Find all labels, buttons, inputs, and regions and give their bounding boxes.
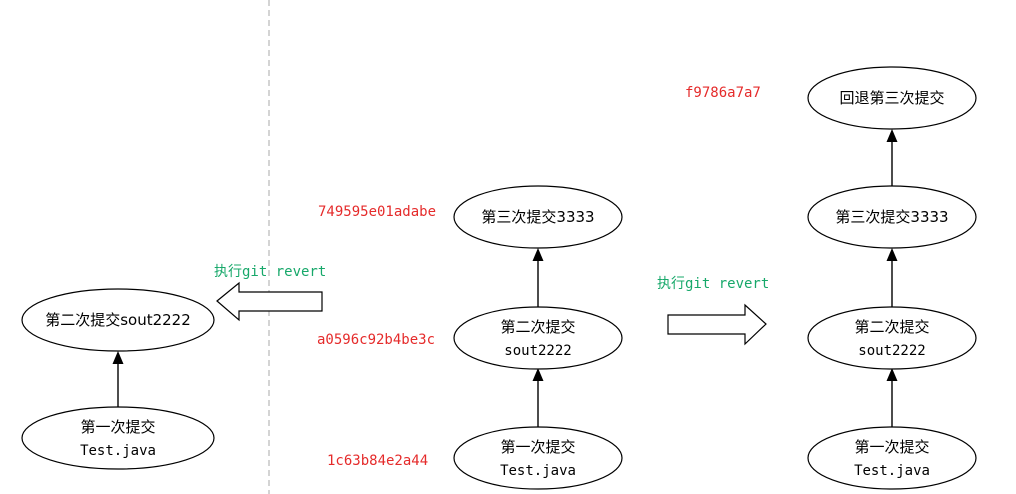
right-action: 执行git revert <box>657 276 769 346</box>
commit-node-left-second <box>21 288 215 352</box>
left-panel: 第二次提交sout2222 第一次提交 Test.java 执行git reve… <box>21 264 326 470</box>
commit-node-mid-first <box>453 426 623 490</box>
commit-node-mid-second <box>453 306 623 370</box>
commit-label-mid-first: 第一次提交 <box>500 438 575 456</box>
commit-node-right-first <box>807 426 977 490</box>
commit-label-left-first: 第一次提交 <box>80 418 155 436</box>
commit-label-mid-third: 第三次提交3333 <box>481 208 594 226</box>
commit-detail-right-second: sout2222 <box>858 343 925 359</box>
right-panel: 回退第三次提交 f9786a7a7 第三次提交3333 第二次提交 sout22… <box>685 66 977 490</box>
arrowhead-mid-second <box>532 368 544 381</box>
commit-label-right-third: 第三次提交3333 <box>835 208 948 226</box>
commit-file-mid-first: Test.java <box>500 463 576 479</box>
commit-hash-right-revert: f9786a7a7 <box>685 85 761 101</box>
commit-hash-mid-first: 1c63b84e2a44 <box>327 453 428 469</box>
arrowhead-right-third <box>886 248 898 261</box>
commit-hash-mid-third: 749595e01adabe <box>318 204 436 220</box>
commit-file-right-first: Test.java <box>854 463 930 479</box>
arrowhead-left-second <box>112 351 124 364</box>
arrowhead-right-second <box>886 368 898 381</box>
commit-label-mid-second: 第二次提交 <box>500 318 575 336</box>
commit-file-left-first: Test.java <box>80 443 156 459</box>
commit-label-left-second: 第二次提交sout2222 <box>45 311 191 329</box>
revert-arrow-right <box>667 303 767 346</box>
action-label-left: 执行git revert <box>214 264 326 280</box>
commit-node-mid-third <box>453 185 623 249</box>
commit-node-left-first <box>21 406 215 470</box>
commit-node-right-second <box>807 306 977 370</box>
action-label-right: 执行git revert <box>657 276 769 292</box>
commit-label-right-second: 第二次提交 <box>854 318 929 336</box>
arrowhead-right-revert <box>886 129 898 142</box>
commit-hash-mid-second: a0596c92b4be3c <box>317 332 435 348</box>
arrowhead-mid-third <box>532 248 544 261</box>
commit-node-right-third <box>807 185 977 249</box>
revert-arrow-left <box>216 281 323 322</box>
commit-label-right-revert: 回退第三次提交 <box>839 89 944 107</box>
commit-label-right-first: 第一次提交 <box>854 438 929 456</box>
middle-panel: 第三次提交3333 749595e01adabe 第二次提交 sout2222 … <box>317 185 623 490</box>
commit-node-right-revert <box>807 66 977 130</box>
commit-detail-mid-second: sout2222 <box>504 343 571 359</box>
